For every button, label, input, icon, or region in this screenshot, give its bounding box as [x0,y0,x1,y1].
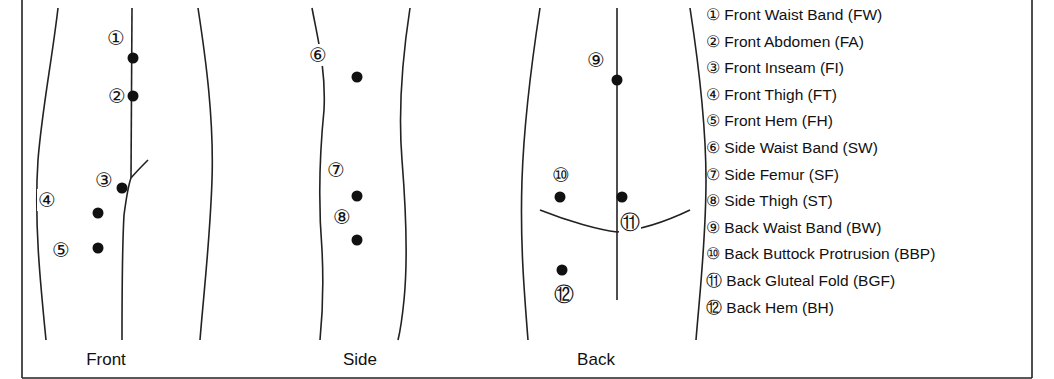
callout-number: ③ [94,169,114,191]
callout-number: ⑩ [551,164,571,186]
legend-item: ⑥ Side Waist Band (SW) [706,139,878,156]
legend-item: ⑩ Back Buttock Protrusion (BBP) [706,245,935,262]
frame-line [1031,0,1033,378]
measure-point [612,75,623,86]
body-contour [398,8,410,340]
measure-point [557,265,568,276]
callout-number: ⑫ [553,283,575,305]
measure-point [117,183,128,194]
callout-number: ⑤ [51,239,71,261]
measure-point [352,191,363,202]
measure-point [93,208,104,219]
view-label: Front [86,351,126,370]
legend-item: ② Front Abdomen (FA) [706,33,864,50]
body-contour [521,8,540,340]
legend-item: ⑨ Back Waist Band (BW) [706,219,881,236]
measure-point [617,192,628,203]
frame-line [22,377,1032,379]
view-label: Back [577,351,615,370]
legend-item: ① Front Waist Band (FW) [706,6,882,23]
center-line [616,8,618,300]
inseam-line [122,178,131,340]
legend-item: ④ Front Thigh (FT) [706,86,837,103]
view-label: Side [343,351,377,370]
callout-number: ⑦ [326,159,346,181]
measure-point [352,72,363,83]
crotch-line [131,160,148,178]
callout-number: ④ [37,189,57,211]
callout-number: ⑥ [308,44,328,66]
measure-point [352,235,363,246]
legend-item: ⑤ Front Hem (FH) [706,112,833,129]
callout-number: ② [107,85,127,107]
measure-point [93,243,104,254]
callout-number: ⑧ [332,206,352,228]
legend-item: ⑪ Back Gluteal Fold (BGF) [706,272,895,289]
frame-line [21,0,23,378]
gluteal-fold-line [540,210,690,232]
measure-point [128,91,139,102]
callout-number: ① [106,27,126,49]
body-contour [198,8,212,340]
measure-point [555,192,566,203]
measure-point [128,53,139,64]
legend-item: ⑧ Side Thigh (ST) [706,192,833,209]
legend-item: ⑦ Side Femur (SF) [706,166,839,183]
legend-item: ⑫ Back Hem (BH) [706,299,834,316]
callout-number: ⑨ [586,49,606,71]
body-contour [37,8,58,340]
legend-item: ③ Front Inseam (FI) [706,59,844,76]
callout-number: ⑪ [619,211,641,233]
body-contour [690,8,706,340]
